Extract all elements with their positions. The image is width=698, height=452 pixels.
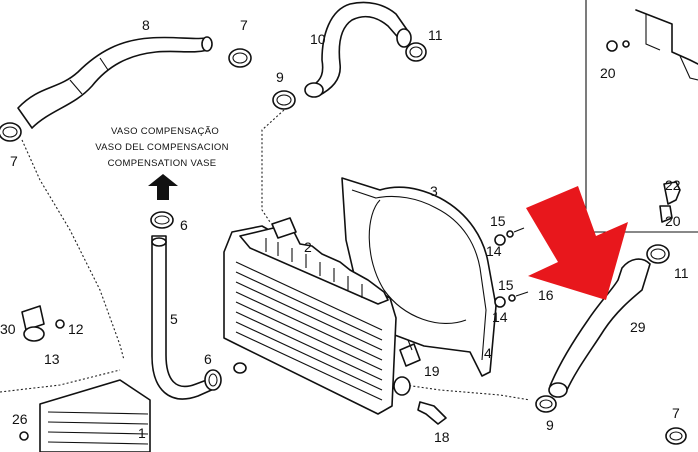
callout-12: 12 [68, 321, 84, 337]
bolt-20-top [606, 40, 618, 52]
callout-15-bottom: 15 [498, 277, 514, 293]
callout-8: 8 [142, 17, 150, 33]
hose-10 [304, 1, 412, 98]
callout-9-top: 9 [276, 69, 284, 85]
bracket-19 [399, 339, 421, 367]
clamp-6-top [150, 211, 174, 229]
radiator-drain [233, 362, 247, 374]
clamp-11-top [405, 42, 427, 62]
bolt-12 [55, 319, 65, 329]
callout-4: 4 [484, 345, 492, 361]
note-line-pt: VASO COMPENSAÇÃO [111, 126, 219, 137]
clamp-7-top [228, 48, 252, 68]
hose-8 [17, 36, 213, 129]
clamp-7-left [0, 122, 22, 142]
bracket-detail [635, 9, 698, 65]
callout-26: 26 [12, 411, 28, 427]
callout-11-top: 11 [428, 27, 443, 43]
intercooler-1 [39, 379, 151, 452]
clamp-9-top [272, 90, 296, 110]
fastener-set-upper [494, 227, 525, 246]
callout-16: 16 [538, 287, 554, 303]
detail-inset-frame [585, 0, 698, 233]
callout-1: 1 [138, 425, 146, 441]
callout-30: 30 [0, 321, 16, 337]
callout-19: 19 [424, 363, 440, 379]
callout-14-bottom: 14 [492, 309, 508, 325]
note-line-en: COMPENSATION VASE [108, 158, 217, 169]
callout-11-right: 11 [674, 265, 689, 281]
callout-29: 29 [630, 319, 646, 335]
bracket-18 [417, 401, 447, 425]
callout-3: 3 [430, 183, 438, 199]
arrow-up-icon [148, 174, 178, 200]
callout-15-top: 15 [490, 213, 506, 229]
note-line-es: VASO DEL COMPENSACION [95, 142, 229, 153]
clamp-9-bottom [535, 395, 557, 413]
leader-1 [0, 369, 121, 393]
compensation-vase-note: VASO COMPENSAÇÃO VASO DEL COMPENSACION C… [95, 126, 229, 200]
bolt-26 [19, 431, 29, 441]
callout-6-bottom: 6 [204, 351, 212, 367]
callout-13: 13 [44, 351, 60, 367]
callout-7-top: 7 [240, 17, 248, 33]
callout-5: 5 [170, 311, 178, 327]
fastener-set-lower [494, 291, 529, 308]
callout-14-top: 14 [486, 243, 502, 259]
callout-18: 18 [434, 429, 450, 445]
leader-9-bottom [404, 384, 531, 401]
leader-7-left [21, 139, 125, 361]
clamp-11-right [646, 244, 670, 264]
leader-9-to-radiator [261, 109, 285, 223]
callout-7-right: 7 [672, 405, 680, 421]
callout-labels: 8 7 11 10 9 7 20 22 20 3 6 2 15 14 11 15… [0, 17, 689, 445]
callout-10: 10 [310, 31, 326, 47]
radiator-fins [235, 261, 383, 401]
red-highlight-arrow [526, 186, 628, 300]
callout-20-top: 20 [600, 65, 616, 81]
clip-22 [663, 181, 681, 205]
callout-9-bottom: 9 [546, 417, 554, 433]
fan-shroud-3 [341, 177, 497, 377]
radiator-filler-neck [271, 217, 297, 239]
radiator-2 [223, 217, 411, 415]
radiator-outlet [393, 376, 411, 396]
part-30 [21, 305, 45, 342]
callout-7-left: 7 [10, 153, 18, 169]
clamp-7-right [665, 427, 687, 445]
callout-22: 22 [665, 177, 681, 193]
callout-2: 2 [304, 239, 312, 255]
clamp-6-bottom [204, 369, 222, 391]
clip-20-bottom [659, 205, 673, 223]
callout-20-bottom: 20 [665, 213, 681, 229]
hose-29 [548, 258, 651, 398]
callout-6-top: 6 [180, 217, 188, 233]
